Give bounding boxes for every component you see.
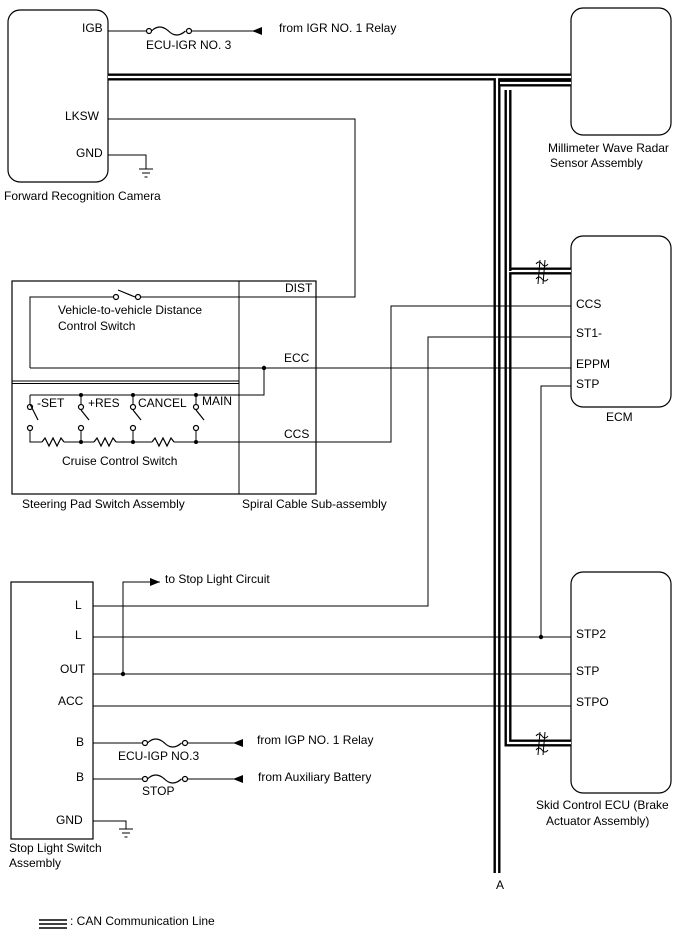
fuse-stop-label: STOP <box>142 784 174 798</box>
steering-pad-outer-box <box>11 280 317 495</box>
pin-b-1: B <box>76 735 84 749</box>
stop-switch-label-1: Stop Light Switch <box>9 841 102 855</box>
stop-ground-wire <box>93 820 127 829</box>
fuse-ecu-igp <box>141 738 189 748</box>
camera-ground-wire <box>108 154 147 169</box>
stop-switch-label-2: Assembly <box>9 856 61 870</box>
fuse-stop <box>141 774 189 784</box>
camera-label: Forward Recognition Camera <box>4 189 161 203</box>
cruise-switch-network <box>26 393 205 448</box>
radar-label-2: Sensor Assembly <box>550 156 643 170</box>
fuse-ecu-igp-label: ECU-IGP NO.3 <box>118 749 199 763</box>
pin-gnd-stop: GND <box>56 813 83 827</box>
spiral-cable-label: Spiral Cable Sub-assembly <box>242 497 387 511</box>
pin-stpo: STPO <box>576 695 609 709</box>
pin-stp-ecm: STP <box>576 377 599 391</box>
pin-out: OUT <box>60 662 86 676</box>
pin-dist: DIST <box>285 281 313 295</box>
distance-switch-label-2: Control Switch <box>58 319 135 333</box>
junction-stp2 <box>538 634 544 640</box>
lksw-dist-wire <box>108 118 356 298</box>
stp-ecm-wire <box>540 385 571 637</box>
skid-label-1: Skid Control ECU (Brake <box>536 798 669 812</box>
forward-recognition-camera-box <box>7 9 109 183</box>
arrow-aux <box>233 775 243 783</box>
pin-stp2: STP2 <box>576 627 606 641</box>
switch-set-label: -SET <box>37 396 65 410</box>
source-stop-light: to Stop Light Circuit <box>165 572 270 586</box>
source-aux: from Auxiliary Battery <box>258 770 371 784</box>
millimeter-wave-radar-box <box>570 7 672 136</box>
st1-wire <box>93 336 571 607</box>
cruise-switch-label: Cruise Control Switch <box>62 454 177 468</box>
legend-label: : CAN Communication Line <box>70 914 215 928</box>
skid-control-ecu-box <box>570 571 672 794</box>
stop-light-circuit-wire <box>122 581 160 674</box>
skid-label-2: Actuator Assembly) <box>546 814 649 828</box>
arrow-stop-light <box>150 578 160 586</box>
arrow-igp <box>233 739 243 747</box>
pin-ecc: ECC <box>284 351 310 365</box>
pin-stp-skid: STP <box>576 664 599 678</box>
distance-switch-label-1: Vehicle-to-vehicle Distance <box>58 303 202 317</box>
pin-l-2: L <box>75 628 82 642</box>
distance-switch <box>29 289 239 368</box>
connector-a: A <box>496 878 504 892</box>
ecc-switch-common <box>200 368 265 396</box>
pin-acc: ACC <box>58 694 84 708</box>
can-break-marks <box>535 259 549 756</box>
switch-main-label: MAIN <box>202 394 232 408</box>
fuse-ecu-igr-label: ECU-IGR NO. 3 <box>146 38 232 52</box>
pin-ccs-spiral: CCS <box>284 427 309 441</box>
pin-st1: ST1- <box>576 326 602 340</box>
ccs-wire <box>196 305 571 443</box>
ecm-label: ECM <box>606 410 633 424</box>
arrow-igr <box>252 27 262 35</box>
source-igp: from IGP NO. 1 Relay <box>257 733 373 747</box>
pin-l-1: L <box>75 598 82 612</box>
ecm-box <box>570 235 672 408</box>
pin-lksw: LKSW <box>65 109 100 123</box>
ground-symbol-stop <box>119 828 133 838</box>
fuse-ecu-igr <box>145 26 193 36</box>
stop-light-switch-box <box>10 581 94 840</box>
pin-igb: IGB <box>82 21 103 35</box>
pin-eppm: EPPM <box>576 357 610 371</box>
steering-pad-label: Steering Pad Switch Assembly <box>22 497 185 511</box>
pin-b-2: B <box>76 770 84 784</box>
source-igr: from IGR NO. 1 Relay <box>279 21 396 35</box>
pin-ccs-ecm: CCS <box>576 297 601 311</box>
can-legend-symbol <box>39 919 67 929</box>
switch-cancel-label: CANCEL <box>138 396 187 410</box>
radar-label-1: Millimeter Wave Radar <box>548 141 669 155</box>
switch-res-label: +RES <box>88 396 120 410</box>
pin-gnd-camera: GND <box>76 146 103 160</box>
ground-symbol-camera <box>139 168 153 178</box>
